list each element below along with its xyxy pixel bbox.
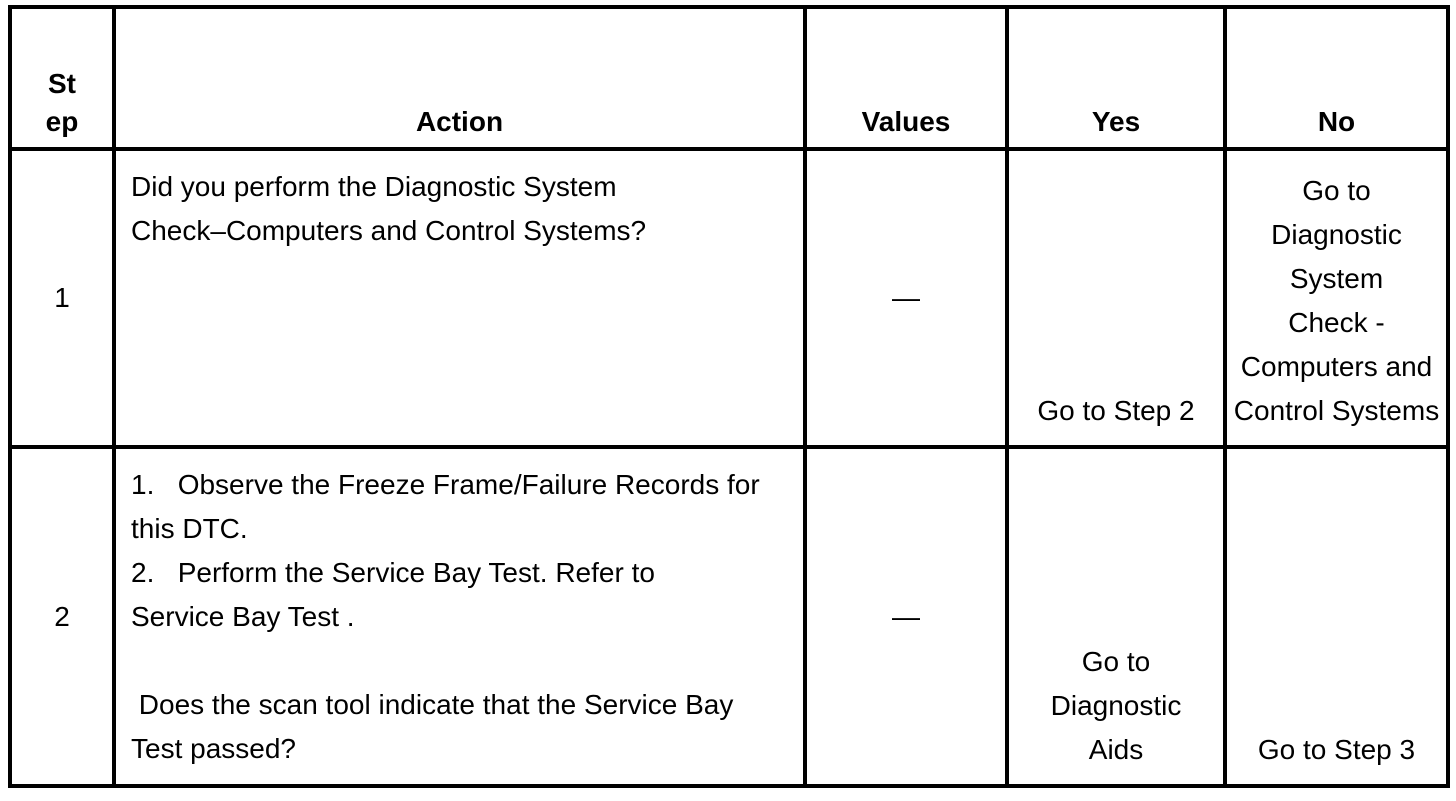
header-cell-values: Values bbox=[803, 5, 1009, 151]
diagnostic-steps-table: St ep Action Values Yes No 1 Did you per… bbox=[8, 5, 1450, 788]
yes-cell: Go to Diagnostic Aids bbox=[1005, 445, 1227, 788]
header-row: St ep Action Values Yes No bbox=[8, 5, 1450, 151]
step-number-cell: 2 bbox=[8, 445, 116, 788]
no-cell: Go to Step 3 bbox=[1223, 445, 1450, 788]
header-cell-step: St ep bbox=[8, 5, 116, 151]
yes-cell: Go to Step 2 bbox=[1005, 147, 1227, 449]
table-row-step-2: 2 1. Observe the Freeze Frame/Failure Re… bbox=[8, 445, 1450, 788]
table-row-step-1: 1 Did you perform the Diagnostic System … bbox=[8, 147, 1450, 449]
values-cell: — bbox=[803, 445, 1009, 788]
header-cell-no: No bbox=[1223, 5, 1450, 151]
action-cell: 1. Observe the Freeze Frame/Failure Reco… bbox=[112, 445, 807, 788]
step-number-cell: 1 bbox=[8, 147, 116, 449]
action-cell: Did you perform the Diagnostic System Ch… bbox=[112, 147, 807, 449]
header-cell-action: Action bbox=[112, 5, 807, 151]
no-cell: Go to Diagnostic System Check - Computer… bbox=[1223, 147, 1450, 449]
values-cell: — bbox=[803, 147, 1009, 449]
header-cell-yes: Yes bbox=[1005, 5, 1227, 151]
